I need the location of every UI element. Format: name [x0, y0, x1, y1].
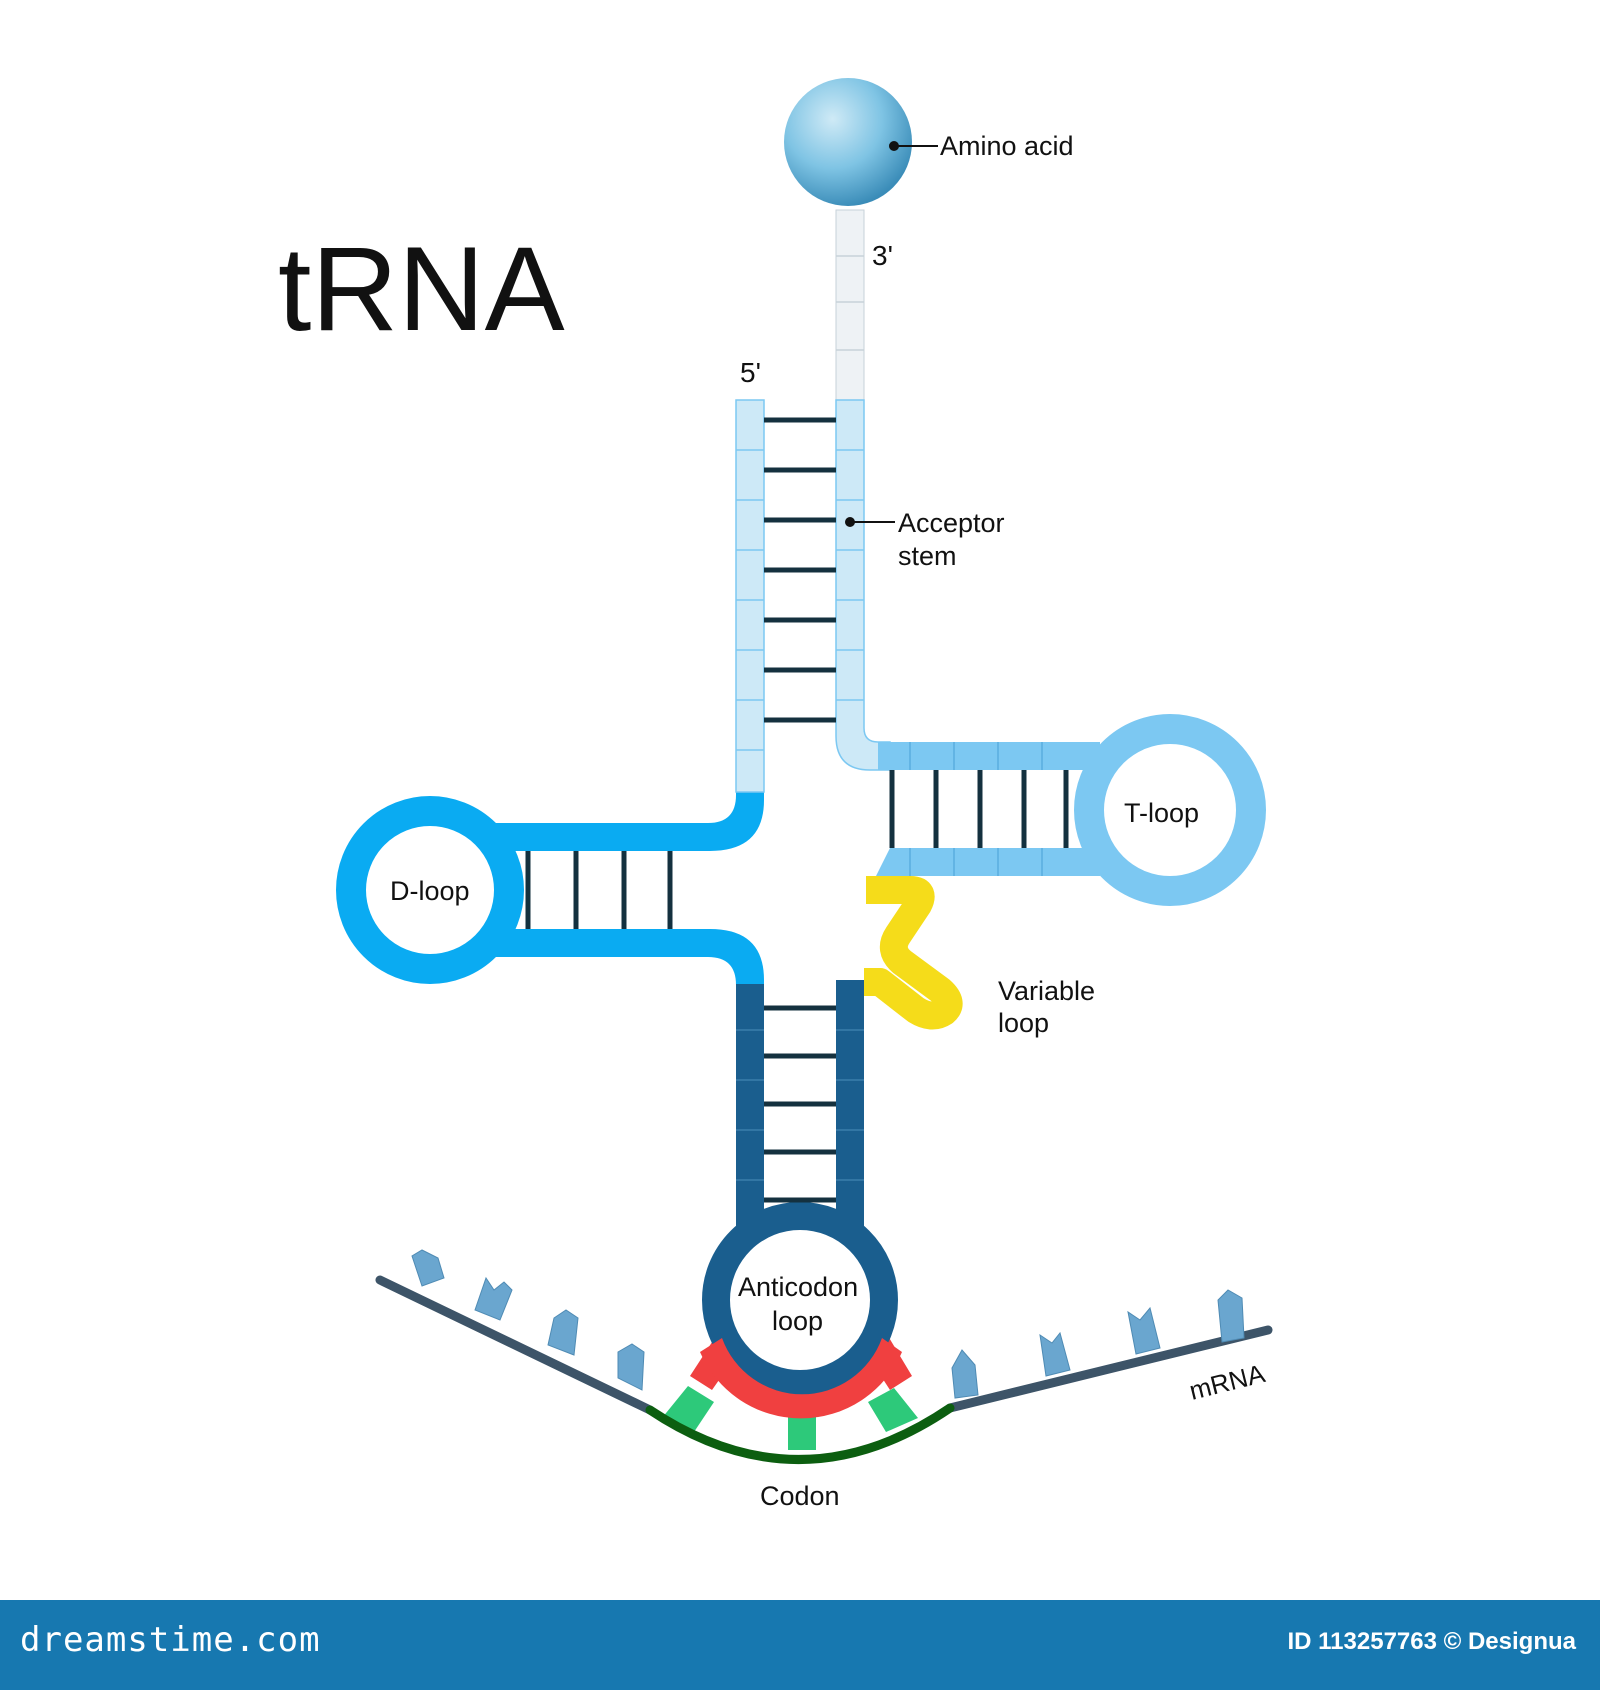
variable-loop-label-line2: loop [998, 1008, 1049, 1038]
footer-brand[interactable]: dreamstime.com [20, 1620, 321, 1660]
mrna-base [951, 1349, 979, 1399]
acceptor-stem-right [835, 399, 891, 771]
d-arm: D-loop [336, 790, 764, 985]
mrna-base [617, 1343, 645, 1391]
mrna-base [1217, 1289, 1245, 1343]
anticodon-stem-right [836, 980, 864, 1230]
footer-credit: ID 113257763 © Designua [1287, 1628, 1576, 1655]
acceptor-stem: Acceptor stem 5' 3' [735, 209, 1005, 793]
amino-acid-label: Amino acid [940, 131, 1074, 161]
anticodon-arm: Anticodon loop [700, 980, 902, 1419]
acceptor-stem-left [735, 399, 765, 793]
acceptor-stem-label-line2: stem [898, 541, 957, 571]
variable-loop [864, 876, 963, 1030]
codon-region: Codon [645, 1336, 955, 1511]
t-arm-top-strand [878, 742, 1100, 770]
mrna-backbone [945, 1325, 1273, 1413]
d-loop [336, 796, 524, 984]
anticodon-stem-left [736, 980, 764, 1230]
mrna-base [1127, 1306, 1161, 1355]
three-prime-label: 3' [872, 240, 893, 271]
amino-acid-sphere [784, 78, 912, 206]
codon-backbone [645, 1403, 955, 1464]
variable-loop-label-line1: Variable [998, 976, 1095, 1006]
mrna-base [1039, 1331, 1071, 1377]
five-prime-label: 5' [740, 357, 761, 388]
t-arm-bottom-strand [876, 848, 1100, 876]
anticodon-loop-label-line2: loop [772, 1306, 823, 1336]
anticodon-loop [702, 1202, 898, 1398]
d-arm-top-strand [488, 790, 764, 851]
codon-base [788, 1414, 816, 1450]
t-loop-label: T-loop [1124, 798, 1199, 828]
t-loop [1074, 714, 1266, 906]
diagram-title: tRNA [278, 222, 565, 356]
anticodon-loop-label-line1: Anticodon [738, 1272, 858, 1302]
anticodon-loop-red [700, 1338, 902, 1419]
codon-label: Codon [760, 1481, 840, 1511]
amino-acid-group: Amino acid [784, 78, 1074, 206]
d-loop-label: D-loop [390, 876, 470, 906]
mrna-label: mRNA [1186, 1358, 1268, 1406]
footer-bar: dreamstime.com ID 113257763 © Designua [0, 1600, 1600, 1690]
trna-diagram: tRNA mRNA Codon [278, 78, 1273, 1511]
variable-loop-region: Variable loop [864, 876, 1095, 1038]
mrna-base [474, 1276, 513, 1321]
mrna-base [547, 1309, 579, 1356]
mrna-backbone [375, 1275, 655, 1415]
t-arm: T-loop [876, 714, 1266, 906]
codon-base [868, 1388, 918, 1432]
d-arm-bottom-strand [488, 929, 764, 985]
acceptor-stem-label-line1: Acceptor [898, 508, 1005, 538]
mrna-base [411, 1249, 445, 1287]
three-prime-overhang [835, 209, 865, 401]
